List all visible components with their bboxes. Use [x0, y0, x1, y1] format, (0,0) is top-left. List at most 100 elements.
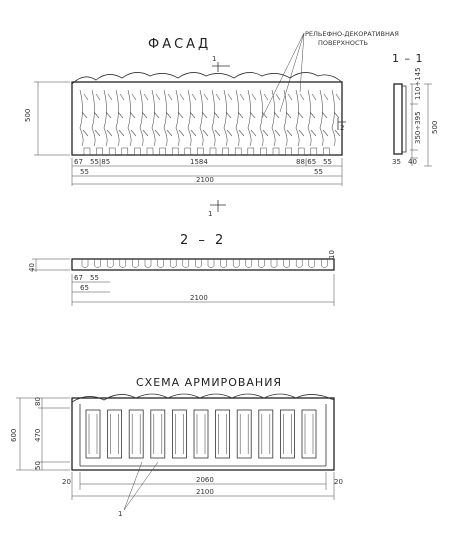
rebar-cell	[171, 409, 187, 459]
slot	[260, 147, 267, 156]
facade-height-value: 500	[24, 109, 32, 122]
relief-stroke	[331, 89, 336, 147]
relief-stroke	[247, 89, 252, 147]
slot	[146, 147, 154, 156]
relief-tick	[177, 93, 185, 137]
facade-wave-edge	[71, 72, 343, 85]
section-slot	[295, 259, 303, 268]
section-slot	[169, 259, 177, 268]
section-slot	[106, 259, 114, 268]
slot	[171, 147, 179, 156]
section-slot	[195, 259, 202, 268]
section-1-1-view: 1 – 1 110÷145 350÷395 500 40 35	[392, 52, 439, 167]
relief-stroke	[163, 89, 168, 147]
reinforcement-d-top: 80	[34, 397, 42, 406]
facade-height-dim-line	[34, 81, 70, 156]
relief-tick	[93, 93, 101, 137]
slot	[83, 147, 91, 156]
rebar-bar	[110, 414, 119, 454]
slot	[222, 147, 229, 156]
relief-stroke	[115, 89, 120, 147]
relief-stroke	[211, 89, 216, 147]
rebar-cell	[279, 409, 295, 459]
relief-tick	[213, 93, 221, 137]
relief-stroke	[295, 89, 300, 147]
rebar-cell	[236, 409, 252, 459]
reinforcement-d-bottom: 50	[34, 461, 42, 470]
section-2-2-left: 40	[28, 263, 36, 272]
reinforcement-inner: 2060	[196, 476, 214, 484]
section-1-1-top: 110÷145	[414, 67, 422, 100]
rebar-cell	[150, 409, 166, 459]
rebar-cell	[107, 409, 122, 459]
rebar-bar	[283, 414, 292, 454]
relief-tick	[333, 93, 341, 137]
dim-55-right2: 55	[314, 168, 323, 176]
rebar-cell	[258, 409, 274, 459]
section-2-2-outline	[71, 258, 335, 271]
relief-tick	[297, 93, 305, 137]
facade-note-line2: ПОВЕРХНОСТЬ	[318, 39, 368, 47]
cut-mark-top	[212, 62, 230, 72]
rebar-cell	[301, 409, 317, 459]
dim-1584: 1584	[190, 158, 208, 166]
section-1-1-profile	[393, 83, 403, 155]
section-2-2-slots	[81, 259, 328, 268]
relief-stroke	[319, 89, 324, 147]
reinforcement-left-dims	[16, 397, 70, 471]
reinforcement-cells	[85, 409, 317, 459]
section-1-1-total: 500	[431, 121, 439, 134]
cut-mark-side	[337, 118, 346, 130]
section-slot	[308, 259, 316, 268]
relief-stroke	[175, 89, 180, 147]
slot	[96, 147, 103, 156]
section-2-2-left-dim	[32, 258, 70, 272]
relief-tick	[285, 93, 293, 137]
reinforcement-20-right: 20	[334, 478, 343, 486]
section-1-1-title: 1 – 1	[392, 52, 424, 65]
relief-tick	[81, 93, 89, 137]
section-slot	[157, 259, 164, 268]
relief-stroke	[79, 89, 84, 147]
cut-label-bottom: 1	[208, 210, 212, 218]
facade-note-line1: РЕЛЬЕФНО-ДЕКОРАТИВНАЯ	[305, 30, 399, 38]
slot	[159, 147, 166, 156]
cut-label-side: 2	[340, 124, 344, 132]
slot	[310, 147, 318, 156]
dim-67: 67	[74, 158, 83, 166]
section-slot	[245, 259, 253, 268]
section-slot	[144, 259, 152, 268]
slot	[234, 147, 242, 156]
slot	[197, 147, 204, 156]
section-slot	[270, 259, 278, 268]
rebar-frame	[79, 404, 327, 467]
facade-total-width: 2100	[196, 176, 214, 184]
relief-tick	[189, 93, 197, 137]
callout-label: 1	[118, 510, 122, 518]
facade-panel-outline	[71, 81, 343, 156]
rebar-cell	[128, 409, 144, 459]
section-2-2-dim-chain	[71, 274, 335, 306]
section-slot	[232, 259, 240, 268]
section-2-2-title: 2 – 2	[180, 233, 226, 248]
section-2-2-view: 2 – 2 40 10 67 55 65 2100	[28, 233, 336, 306]
relief-tick	[153, 93, 161, 137]
section-slot	[283, 259, 290, 268]
rebar-bar	[153, 414, 163, 454]
slot	[108, 147, 116, 156]
rebar-bar	[239, 414, 249, 454]
relief-stroke	[307, 89, 312, 147]
slot	[285, 147, 292, 156]
relief-stroke	[259, 89, 264, 147]
section-slot	[207, 259, 215, 268]
callout-leader	[123, 461, 159, 511]
rebar-cell	[85, 409, 101, 459]
relief-stroke	[223, 89, 228, 147]
section-2-2-right: 10	[328, 250, 336, 259]
rebar-bar	[218, 414, 227, 454]
dim-8865: 88|65	[296, 158, 316, 166]
rebar-bar	[175, 414, 184, 454]
rebar-bar	[131, 414, 141, 454]
slot	[247, 147, 255, 156]
relief-stroke	[151, 89, 156, 147]
